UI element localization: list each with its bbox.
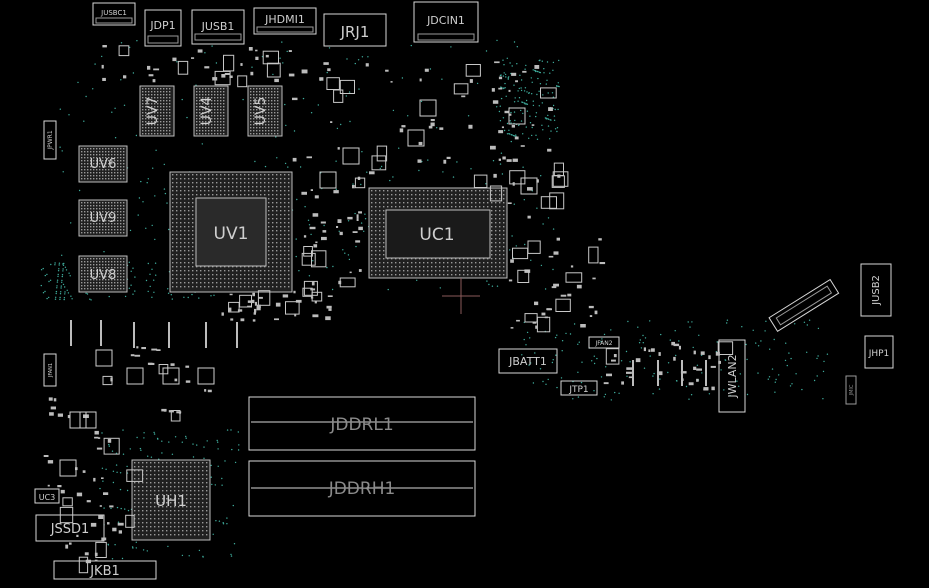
label-uv4: UV4 [199, 97, 215, 126]
component-jssd1[interactable]: JSSD1 [35, 514, 105, 542]
label-jwlan2: JWLAN2 [726, 354, 739, 398]
label-jkb1: JKB1 [89, 564, 120, 579]
label-jusbc1: JUSBC1 [100, 9, 127, 17]
label-jddrl1: JDDRL1 [329, 415, 393, 435]
label-jssd1: JSSD1 [50, 522, 90, 537]
label-uv6: UV6 [90, 157, 117, 172]
component-jhdmi1[interactable]: JHDMI1 [253, 7, 317, 35]
component-jrj1[interactable]: JRJ1 [323, 13, 387, 47]
label-jrj1: JRJ1 [340, 23, 370, 41]
label-jfan2: JFAN2 [594, 340, 612, 347]
component-jpwr1[interactable]: JPWR1 [43, 120, 57, 160]
component-uh1[interactable]: UH1 [131, 459, 211, 541]
component-uv5[interactable]: UV5 [247, 85, 283, 137]
component-jusb2[interactable]: JUSB2 [860, 263, 892, 317]
label-uv9: UV9 [90, 211, 117, 226]
component-jusb1[interactable]: JUSB1 [191, 9, 245, 45]
component-uv6[interactable]: UV6 [78, 145, 128, 183]
label-jdcin1: JDCIN1 [426, 14, 465, 27]
component-jkb1[interactable]: JKB1 [53, 560, 157, 580]
label-jfan1: JFAN1 [48, 363, 54, 378]
label-uc3: UC3 [39, 493, 56, 502]
component-uc1[interactable]: UC1 [368, 187, 508, 279]
component-jddrl1[interactable]: JDDRL1 [248, 396, 476, 451]
component-uv8[interactable]: UV8 [78, 255, 128, 293]
component-uv7[interactable]: UV7 [139, 85, 175, 137]
component-uv1[interactable]: UV1 [169, 171, 293, 293]
label-jtp1: JTP1 [568, 385, 588, 395]
component-jdp1[interactable]: JDP1 [144, 9, 182, 47]
label-jdp1: JDP1 [149, 19, 175, 32]
crosshair-marker [442, 278, 480, 314]
label-uh1: UH1 [155, 492, 187, 510]
label-jmic: JMIC [849, 384, 855, 396]
label-uv1: UV1 [214, 224, 249, 244]
component-jwlan2[interactable]: JWLAN2 [718, 339, 746, 413]
component-angled-connector[interactable] [768, 278, 840, 333]
component-jmic[interactable]: JMIC [845, 375, 857, 405]
component-jddrh1[interactable]: JDDRH1 [248, 460, 476, 517]
component-jbatt1[interactable]: JBATT1 [498, 348, 558, 374]
component-uc3[interactable]: UC3 [34, 488, 60, 504]
label-jpwr1: JPWR1 [47, 130, 54, 150]
label-jusb2: JUSB2 [871, 275, 882, 306]
component-jdcin1[interactable]: JDCIN1 [413, 1, 479, 43]
component-uv4[interactable]: UV4 [193, 85, 229, 137]
label-jhp1: JHP1 [868, 349, 890, 359]
label-jddrh1: JDDRH1 [328, 479, 396, 499]
label-uv5: UV5 [253, 97, 269, 126]
label-jusb1: JUSB1 [201, 20, 235, 33]
passive-components [43, 45, 734, 574]
component-jusbc1[interactable]: JUSBC1 [92, 2, 136, 26]
component-jfan2[interactable]: JFAN2 [588, 336, 620, 349]
component-jhp1[interactable]: JHP1 [864, 335, 894, 369]
label-jhdmi1: JHDMI1 [264, 13, 305, 26]
component-uv9[interactable]: UV9 [78, 199, 128, 237]
label-jbatt1: JBATT1 [508, 355, 547, 368]
component-jfan1[interactable]: JFAN1 [43, 353, 57, 387]
label-uv7: UV7 [145, 97, 161, 126]
component-jtp1[interactable]: JTP1 [560, 380, 598, 396]
label-uc1: UC1 [419, 225, 454, 245]
label-uv8: UV8 [90, 268, 117, 283]
